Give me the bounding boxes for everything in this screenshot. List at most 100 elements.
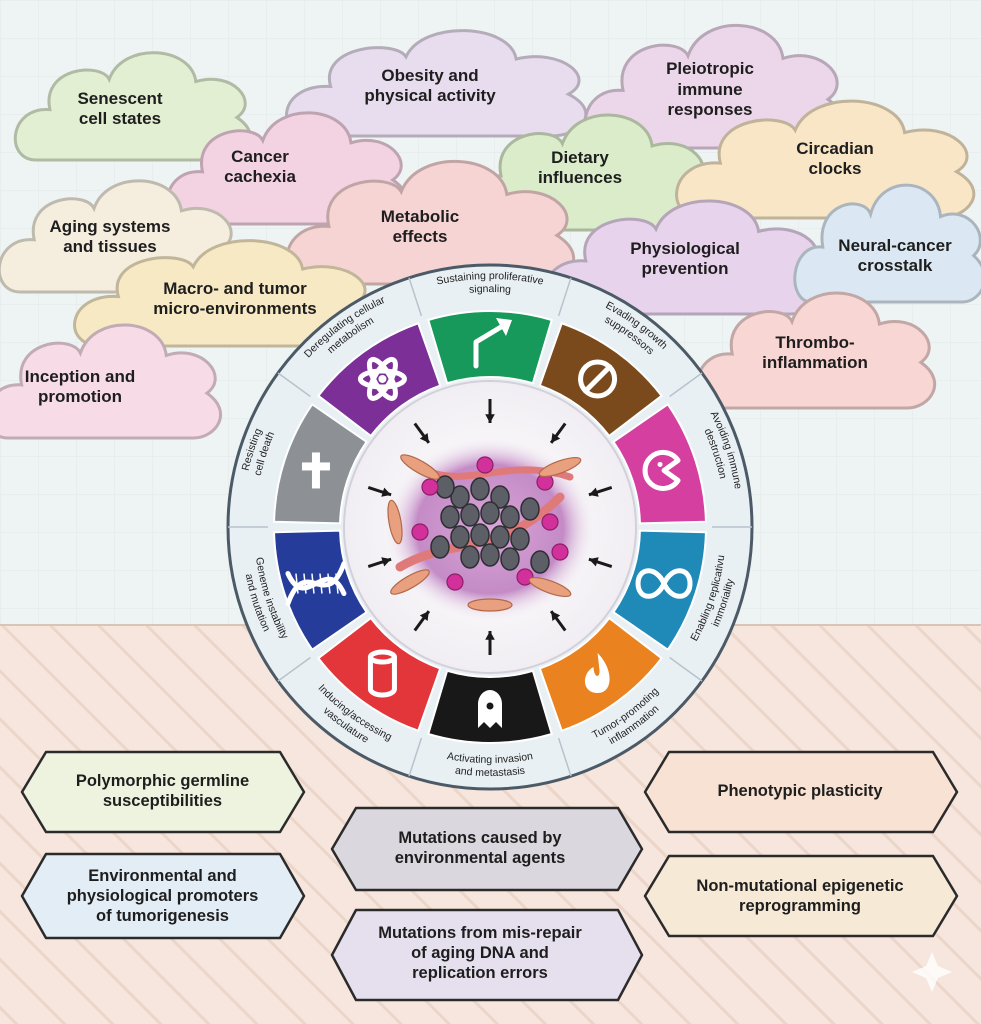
cancer-cell [460, 503, 480, 527]
infinity-icon [635, 568, 693, 599]
cloud-label-cachexia: Cancer cachexia [224, 146, 296, 186]
cloud-label-dietary: Dietary influences [537, 147, 623, 187]
hallmark-segment [317, 321, 442, 438]
cancer-cell [470, 523, 490, 547]
hallmark-label: signaling [469, 283, 512, 296]
cancer-cell [480, 501, 500, 525]
cloud-label-immune: Pleiotropic immune responses [666, 59, 754, 120]
ghost-icon [478, 690, 502, 728]
immune-cell [411, 523, 429, 541]
cancer-cell [500, 547, 520, 571]
hallmark-label: Activating invasion [446, 750, 534, 766]
hexagon-shape [643, 750, 959, 834]
hex-label-environmental-promoters: Environmental and physiological promoter… [66, 867, 259, 925]
cancer-cell [435, 475, 455, 499]
fibroblast [467, 598, 513, 612]
cancer-cell [530, 550, 550, 574]
hex-label-aging-dna: Mutations from mis-repair of aging DNA a… [378, 924, 582, 982]
hallmark-segment [427, 310, 553, 385]
cancer-cell [490, 485, 510, 509]
cloud-label-aging: Aging systems and tissues [49, 216, 171, 256]
cloud-label-obesity: Obesity and physical activity [364, 65, 496, 105]
hallmark-segment [317, 616, 442, 733]
hex-label-plasticity: Phenotypic plasticity [717, 782, 883, 801]
inward-arrow-icon [485, 399, 495, 423]
flame-icon [585, 653, 610, 694]
inward-arrow-icon [413, 610, 431, 632]
hallmark-label: Sustaining proliferative [435, 270, 544, 288]
cloud-label-macro: Macro- and tumor micro-environments [153, 278, 317, 318]
no-entry-icon [578, 359, 618, 399]
hallmark-segment [273, 402, 368, 525]
cancer-cell [450, 485, 470, 509]
cloud-shape [0, 323, 222, 440]
cloud-label-neural: Neural-cancer crosstalk [838, 235, 952, 275]
fibroblast [387, 499, 403, 545]
cross-icon [301, 452, 330, 489]
cloud-shape [695, 291, 936, 410]
immune-cell [476, 456, 494, 474]
hexagons-layer [20, 750, 959, 1002]
immune-cell [541, 513, 559, 531]
hex-label-germline: Polymorphic germline susceptibilities [75, 772, 250, 810]
hallmark-segment [612, 402, 707, 525]
clouds-layer [0, 23, 981, 440]
cancer-cell [490, 525, 510, 549]
cloud-label-inception: Inception and promotion [24, 366, 136, 406]
cancer-cell [450, 525, 470, 549]
fibroblast [528, 576, 572, 598]
hallmark-segment [427, 669, 553, 744]
arrow-icon [473, 318, 512, 369]
hallmark-segment [612, 529, 707, 652]
cloud-shape [285, 159, 576, 286]
cancer-cell [510, 527, 530, 551]
inward-arrow-icon [413, 422, 431, 444]
cloud-label-metabolic: Metabolic effects [380, 206, 460, 246]
immune-cell [551, 543, 569, 561]
inward-arrow-icon [367, 557, 392, 568]
hex-label-environmental-mutations: Mutations caused by environmental agents [394, 829, 566, 867]
cloud-label-thrombo: Thrombo- inflammation [762, 332, 868, 372]
fibroblast [400, 454, 440, 480]
hallmark-segment [538, 321, 663, 438]
hallmark-label: and metastasis [454, 765, 525, 779]
inward-arrow-icon [588, 557, 613, 568]
hexagon-shape [330, 908, 644, 1002]
cancer-cell [520, 497, 540, 521]
inward-arrow-icon [367, 486, 392, 497]
hexagon-shape [20, 852, 306, 940]
cancer-cell [470, 477, 490, 501]
cancer-cell [430, 535, 450, 559]
cloud-shape [793, 183, 981, 304]
hallmark-segment [273, 529, 368, 652]
pac-cell-icon [642, 449, 681, 491]
cloud-label-circadian: Circadian clocks [796, 138, 874, 178]
hex-label-epigenetic: Non-mutational epigenetic reprogramming [696, 877, 904, 915]
cancer-cell [500, 505, 520, 529]
cancer-cell [440, 505, 460, 529]
cloud-shape [13, 51, 252, 162]
inward-arrow-icon [549, 610, 567, 632]
fibroblast [390, 569, 430, 595]
hexagon-shape [330, 806, 644, 892]
immune-cell [421, 478, 439, 496]
hallmark-segment [538, 616, 663, 733]
immune-cell [446, 573, 464, 591]
hexagon-shape [643, 854, 959, 938]
atom-icon [357, 356, 407, 401]
cloud-label-prevention: Physiological prevention [630, 238, 740, 278]
cloud-shape [285, 29, 588, 138]
inward-arrow-icon [549, 422, 567, 444]
inward-arrow-icon [588, 486, 613, 497]
inward-arrow-icon [485, 631, 495, 655]
sparkle-icon [912, 952, 952, 992]
hexagon-shape [20, 750, 306, 834]
hallmarks-wheel: Sustaining proliferativesignalingEvading… [226, 263, 754, 791]
cancer-cell [480, 543, 500, 567]
dna-icon [285, 561, 347, 607]
fibroblast [538, 456, 582, 478]
cancer-cell [460, 545, 480, 569]
vessel-icon [367, 649, 397, 698]
cloud-label-senescent: Senescent cell states [77, 88, 163, 128]
